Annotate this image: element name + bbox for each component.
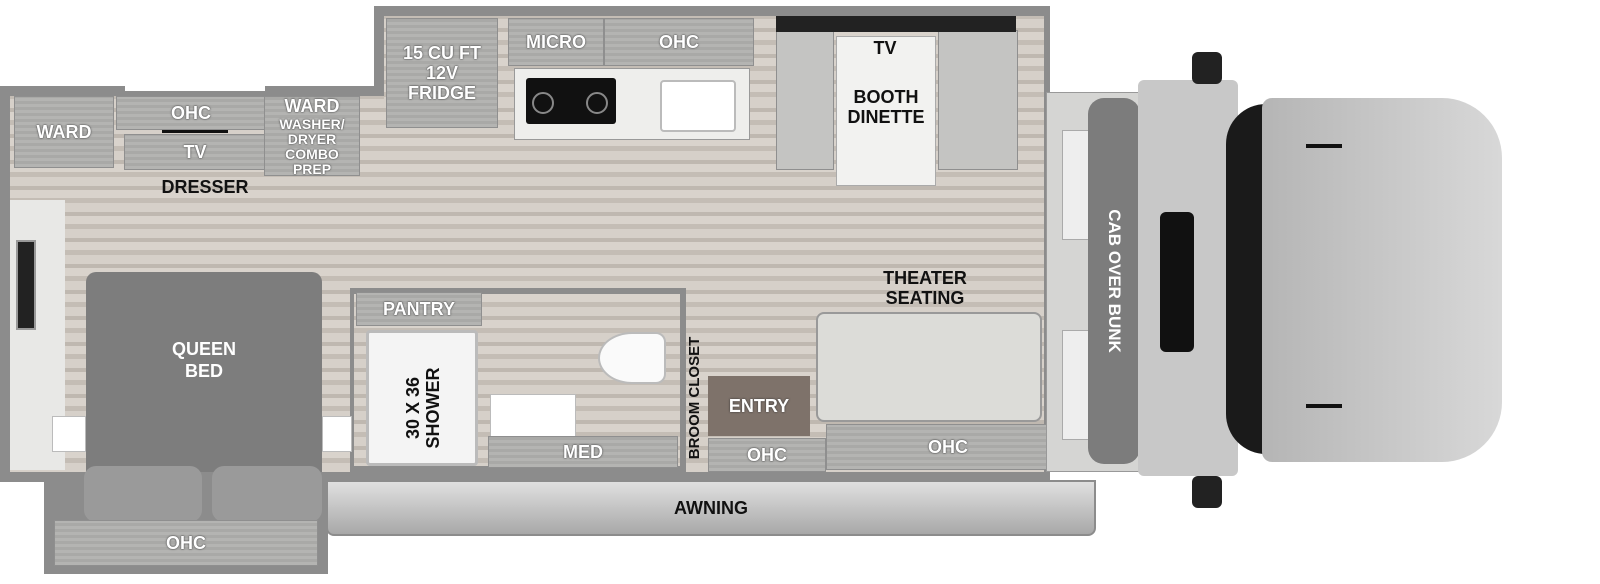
ohc-theater[interactable]: OHC bbox=[826, 424, 1070, 470]
theater-label: THEATER SEATING bbox=[850, 268, 1000, 308]
medicine-cabinet[interactable]: MED bbox=[488, 436, 678, 468]
bed-label: QUEEN bbox=[171, 339, 236, 359]
tv-label: TV bbox=[873, 38, 897, 58]
tv-label: TV bbox=[183, 142, 207, 162]
awning-label: AWNING bbox=[674, 497, 748, 518]
burner-icon bbox=[532, 92, 554, 114]
dinette-label: BOOTH bbox=[853, 87, 919, 107]
ohc-label: OHC bbox=[659, 32, 699, 52]
mirror-icon bbox=[1192, 52, 1222, 84]
shower-label-line: SHOWER bbox=[423, 367, 443, 449]
bath-sink-icon bbox=[490, 394, 576, 438]
fridge[interactable]: 15 CU FT 12V FRIDGE bbox=[386, 18, 498, 128]
ohc-label: OHC bbox=[166, 533, 206, 553]
bath-wall bbox=[350, 288, 686, 472]
nightstand bbox=[52, 416, 86, 452]
theater-seating[interactable] bbox=[816, 312, 1042, 422]
truck-hood bbox=[1262, 98, 1502, 462]
ohc-label: OHC bbox=[747, 445, 787, 465]
shower[interactable] bbox=[366, 330, 478, 466]
microwave[interactable]: MICRO bbox=[508, 18, 604, 66]
shower-label-line: 30 X 36 bbox=[403, 376, 423, 440]
tv-cabinet: TV bbox=[124, 134, 266, 170]
wardrobe-right[interactable]: WARD WASHER/ DRYER COMBO PREP bbox=[264, 96, 360, 177]
ohc-bedroom[interactable]: OHC bbox=[116, 96, 266, 130]
ohc-entry[interactable]: OHC bbox=[708, 438, 826, 472]
rear-window bbox=[16, 240, 36, 330]
theater-label-line: THEATER bbox=[883, 268, 967, 288]
fridge-label: 15 CU FT bbox=[402, 43, 481, 63]
wiper bbox=[1306, 144, 1342, 148]
wardrobe-left[interactable]: WARD bbox=[14, 96, 114, 168]
bedroom-window bbox=[125, 86, 265, 91]
sink-icon bbox=[660, 80, 736, 132]
washer-label: PREP bbox=[292, 161, 332, 177]
cab-over-bunk[interactable]: CAB OVER BUNK bbox=[1088, 98, 1140, 464]
pillow-icon bbox=[212, 466, 322, 522]
mirror-icon bbox=[1192, 476, 1222, 508]
micro-label: MICRO bbox=[526, 32, 586, 52]
dinette-bench-right[interactable] bbox=[938, 30, 1018, 170]
tv bbox=[162, 130, 228, 133]
broom-closet-label: BROOM CLOSET bbox=[686, 336, 703, 460]
wiper bbox=[1306, 404, 1342, 408]
ohc-label: OHC bbox=[171, 103, 211, 123]
pillow-icon bbox=[84, 466, 202, 522]
pantry[interactable]: PANTRY bbox=[356, 292, 482, 326]
entry-label: ENTRY bbox=[728, 396, 790, 416]
ward-label: WARD bbox=[36, 122, 92, 142]
ohc-label: OHC bbox=[928, 437, 968, 457]
pantry-label: PANTRY bbox=[383, 299, 455, 319]
shower-label: 30 X 36 SHOWER bbox=[403, 341, 443, 475]
dinette-bench-left[interactable] bbox=[776, 30, 834, 170]
washer-label: WASHER/ bbox=[279, 116, 345, 132]
dresser-label: DRESSER bbox=[161, 177, 249, 197]
bunk-label: CAB OVER BUNK bbox=[1105, 209, 1124, 353]
entry-step[interactable]: ENTRY bbox=[708, 376, 810, 436]
fridge-label: 12V bbox=[425, 63, 459, 83]
ward-label: WARD bbox=[284, 96, 340, 116]
tv-dinette bbox=[776, 16, 1016, 32]
toilet-icon bbox=[598, 332, 666, 384]
nightstand bbox=[322, 416, 352, 452]
dinette-table[interactable]: BOOTH DINETTE bbox=[836, 36, 936, 186]
queen-bed[interactable]: QUEEN BED bbox=[86, 272, 322, 472]
theater-label-line: SEATING bbox=[885, 288, 965, 308]
roof-vent bbox=[1160, 212, 1194, 352]
washer-label: DRYER COMBO bbox=[285, 131, 339, 162]
ohc-kitchen[interactable]: OHC bbox=[604, 18, 754, 66]
burner-icon bbox=[586, 92, 608, 114]
bed-label: BED bbox=[184, 361, 223, 381]
med-label: MED bbox=[563, 442, 603, 462]
fridge-label: FRIDGE bbox=[407, 83, 476, 103]
ohc-slide[interactable]: OHC bbox=[54, 520, 318, 566]
dinette-label: DINETTE bbox=[847, 107, 925, 127]
awning: AWNING bbox=[326, 480, 1096, 536]
